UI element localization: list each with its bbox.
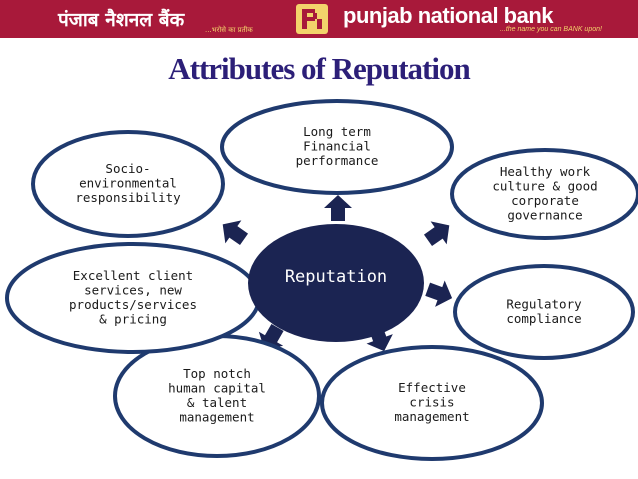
arrow-7	[222, 220, 249, 246]
node-long-term-ellipse	[220, 99, 454, 195]
node-client-services-line: Excellent client	[73, 268, 193, 283]
node-center-reputation: Reputation	[248, 224, 424, 342]
arrow-2	[423, 221, 450, 247]
node-crisis-line: management	[394, 409, 469, 424]
node-healthy-work-line: culture & good	[492, 178, 597, 193]
node-healthy-work-line: governance	[507, 207, 582, 222]
bank-tagline-hindi: ...भरोसे का प्रतीक	[205, 26, 253, 34]
node-long-term-line: performance	[296, 153, 379, 168]
node-socio-line: responsibility	[75, 190, 181, 205]
node-long-term-line: Long term	[303, 124, 371, 139]
node-client-services-line: products/services	[69, 297, 197, 312]
pnb-logo-icon	[296, 4, 328, 34]
node-healthy-work-line: corporate	[511, 193, 579, 208]
node-socio-line: Socio-	[105, 161, 150, 176]
node-regulatory-line: Regulatory	[506, 296, 582, 311]
node-human-capital-line: management	[179, 409, 254, 424]
node-crisis-line: crisis	[409, 395, 454, 410]
node-human-capital-line: Top notch	[183, 366, 251, 381]
node-client-services-line: services, new	[84, 282, 182, 297]
slide-title: Attributes of Reputation	[168, 51, 471, 86]
bank-name-english: punjab national bank	[343, 3, 554, 28]
node-healthy-work-line: Healthy work	[500, 164, 591, 179]
node-long-term-line: Financial	[303, 139, 371, 154]
node-human-capital-line: & talent	[187, 395, 247, 410]
node-socio-line: environmental	[79, 176, 177, 191]
node-client-services-line: & pricing	[99, 311, 167, 326]
node-regulatory-line: compliance	[506, 311, 581, 326]
node-crisis-ellipse	[320, 345, 544, 461]
bank-name-hindi: पंजाब नैशनल बैंक	[58, 9, 185, 31]
node-center-ellipse	[248, 224, 424, 342]
node-center-line: Reputation	[285, 267, 387, 287]
bank-banner: पंजाब नैशनल बैंक ...भरोसे का प्रतीक punj…	[0, 0, 638, 38]
node-crisis-line: Effective	[398, 380, 466, 395]
node-healthy-work-ellipse	[450, 148, 638, 240]
arrow-1	[324, 195, 352, 221]
arrow-3	[425, 280, 453, 307]
node-socio-ellipse	[31, 130, 225, 238]
node-regulatory-ellipse	[453, 264, 635, 360]
bank-tagline-english: ...the name you can BANK upon!	[500, 26, 602, 33]
node-human-capital-line: human capital	[168, 380, 266, 395]
